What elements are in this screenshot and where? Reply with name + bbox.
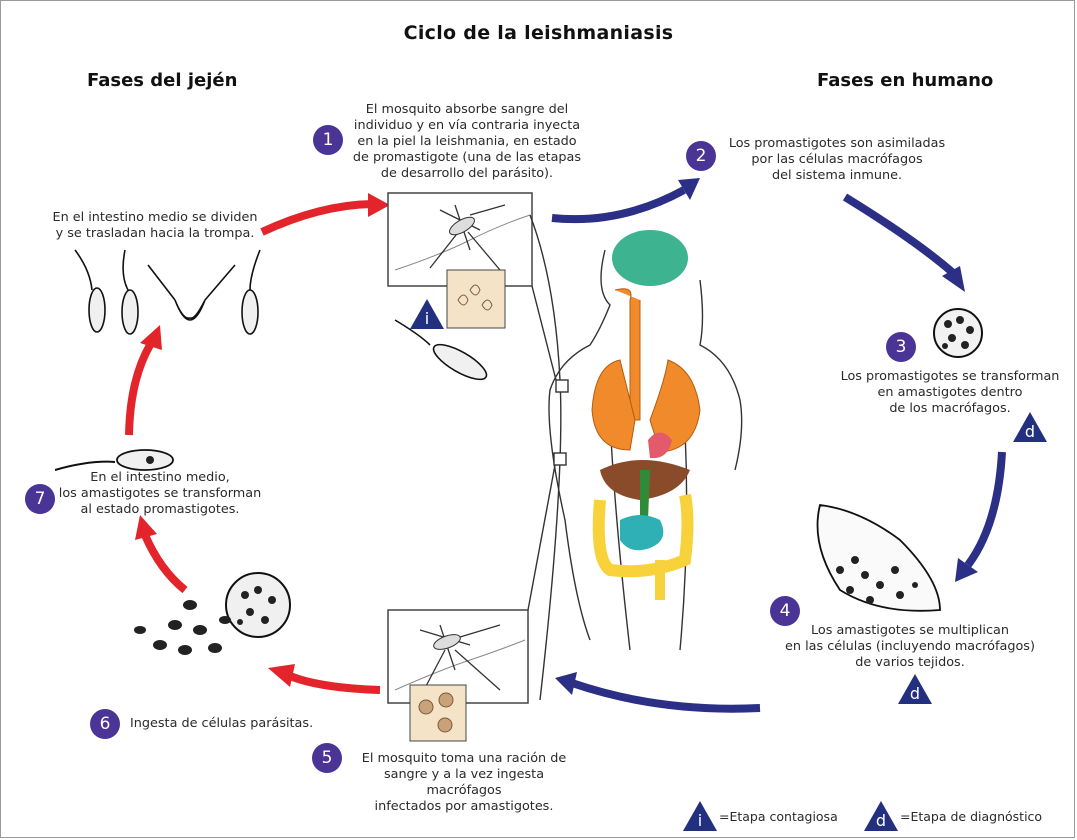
- promastigote-step7: [55, 450, 173, 470]
- midgut-line: y se trasladan hacia la trompa.: [40, 226, 270, 242]
- legend-diagnostic-letter: d: [864, 811, 898, 830]
- organs: [592, 230, 700, 600]
- step-7-line: al estado promastigotes.: [55, 502, 265, 518]
- blue-arrow-to-step4: [968, 452, 1002, 565]
- step-badge-6: 6: [90, 709, 120, 739]
- step-badge-1: 1: [313, 125, 343, 155]
- step-1-line: de promastigote (una de las etapas: [352, 150, 582, 166]
- step-4-line: en las células (incluyendo macrófagos): [780, 639, 1040, 655]
- diagnostic-marker-step4: d: [898, 674, 932, 704]
- step-3-line: en amastigotes dentro: [830, 385, 1070, 401]
- macrophage-step3: [934, 309, 982, 357]
- step-2-line: Los promastigotes son asimiladas: [722, 136, 952, 152]
- step-text-7: En el intestino medio, los amastigotes s…: [55, 470, 265, 518]
- step-badge-5: 5: [312, 743, 342, 773]
- diagram-title: Ciclo de la leishmaniasis: [0, 22, 1077, 44]
- step-1-line: individuo y en vía contraria inyecta: [352, 118, 582, 134]
- diagnostic-marker-step3: d: [1013, 412, 1047, 442]
- tissue-step4: [818, 505, 941, 611]
- bite-panel-bottom: [388, 610, 528, 741]
- step-text-5: El mosquito toma una ración de sangre y …: [348, 751, 580, 815]
- step-text-3: Los promastigotes se transforman en amas…: [830, 369, 1070, 417]
- blue-arrow-to-bite: [572, 683, 760, 709]
- step-7-line: los amastigotes se transforman: [55, 486, 265, 502]
- blue-arrow-to-step3: [845, 197, 952, 272]
- step-text-4: Los amastigotes se multiplican en las cé…: [780, 623, 1040, 671]
- step-2-line: del sistema inmune.: [722, 168, 952, 184]
- step-2-line: por las células macrófagos: [722, 152, 952, 168]
- step-1-line: de desarrollo del parásito).: [352, 166, 582, 182]
- red-arrow-promastigote-up: [129, 345, 150, 435]
- step-1-line: en la piel la leishmania, en estado: [352, 134, 582, 150]
- phase-heading-sandfly: Fases del jején: [87, 70, 237, 91]
- ingested-cells-step6: [134, 573, 290, 655]
- step-badge-4: 4: [770, 596, 800, 626]
- step-4-line: de varios tejidos.: [780, 655, 1040, 671]
- infective-marker-step1: i: [410, 299, 444, 329]
- step-text-1: El mosquito absorbe sangre del individuo…: [352, 102, 582, 182]
- step-3-line: Los promastigotes se transforman: [830, 369, 1070, 385]
- infective-marker-letter: i: [410, 309, 444, 328]
- step-7-line: En el intestino medio,: [55, 470, 265, 486]
- diagnostic-marker-letter: d: [1013, 422, 1047, 441]
- midgut-line: En el intestino medio se dividen: [40, 210, 270, 226]
- step-6-line: Ingesta de células parásitas.: [130, 716, 350, 732]
- legend-infective-letter: i: [683, 811, 717, 830]
- step-text-2: Los promastigotes son asimiladas por las…: [722, 136, 952, 184]
- red-arrow-ingestion-up: [145, 535, 185, 590]
- legend-infective-icon: i: [683, 801, 717, 831]
- step-text-6: Ingesta de células parásitas.: [130, 716, 350, 732]
- step-5-line: infectados por amastigotes.: [348, 799, 580, 815]
- midgut-division-text: En el intestino medio se dividen y se tr…: [40, 210, 270, 242]
- red-arrow-bite-to-ingestion: [290, 676, 380, 690]
- step-1-line: El mosquito absorbe sangre del: [352, 102, 582, 118]
- step-4-line: Los amastigotes se multiplican: [780, 623, 1040, 639]
- step-badge-2: 2: [686, 141, 716, 171]
- red-arrow-midgut-to-bite: [262, 204, 372, 232]
- legend-diagnostic-label: =Etapa de diagnóstico: [900, 809, 1042, 824]
- step-badge-7: 7: [25, 484, 55, 514]
- blue-arrow-skin-to-macrophage: [552, 190, 684, 219]
- legend-infective-label: =Etapa contagiosa: [719, 809, 838, 824]
- step-5-line: El mosquito toma una ración de: [348, 751, 580, 767]
- diagnostic-marker-letter: d: [898, 684, 932, 703]
- step-5-line: sangre y a la vez ingesta macrófagos: [348, 767, 580, 799]
- step-badge-3: 3: [886, 332, 916, 362]
- human-figure: [528, 215, 742, 700]
- phase-heading-human: Fases en humano: [817, 70, 993, 91]
- legend-diagnostic-icon: d: [864, 801, 898, 831]
